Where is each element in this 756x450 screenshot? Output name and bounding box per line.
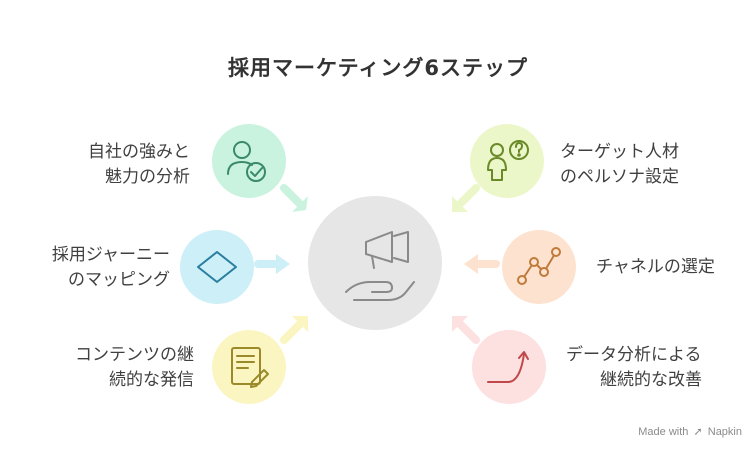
center-hub — [308, 196, 442, 330]
diagram-title: 採用マーケティング6ステップ — [228, 56, 528, 80]
arrow-step-3 — [280, 316, 308, 344]
document-pen-icon — [231, 347, 269, 388]
arrow-step-1 — [280, 184, 308, 212]
user-check-icon — [227, 141, 266, 182]
arrow-step-4 — [452, 184, 480, 212]
step-label-4: ターゲット人材 のペルソナ設定 — [560, 142, 679, 187]
arrow-step-6 — [452, 316, 480, 344]
arrow-step-2 — [254, 254, 290, 274]
step-label-2: 採用ジャーニー のマッピング — [51, 245, 170, 290]
footer-attribution: Made with ➚ Napkin — [638, 426, 742, 438]
step-label-6: データ分析による 継続的な改善 — [566, 345, 702, 390]
channel-graph-icon — [517, 247, 561, 285]
napkin-logo-icon: ➚ — [693, 426, 703, 438]
step-circle-2 — [180, 230, 254, 304]
step-label-1: 自社の強みと 魅力の分析 — [88, 142, 190, 187]
step-circle-4 — [470, 124, 544, 198]
step-circle-3 — [212, 330, 286, 404]
megaphone-hand-icon — [345, 231, 415, 301]
step-label-5: チャネルの選定 — [596, 257, 715, 277]
persona-question-icon — [487, 140, 529, 181]
step-circle-6 — [472, 330, 546, 404]
step-label-3: コンテンツの継 続的な発信 — [75, 345, 194, 390]
step-circle-5 — [502, 230, 576, 304]
step-circle-1 — [212, 124, 286, 198]
diamond-icon — [197, 251, 237, 283]
arrow-step-5 — [464, 254, 500, 274]
growth-curve-icon — [487, 351, 529, 383]
